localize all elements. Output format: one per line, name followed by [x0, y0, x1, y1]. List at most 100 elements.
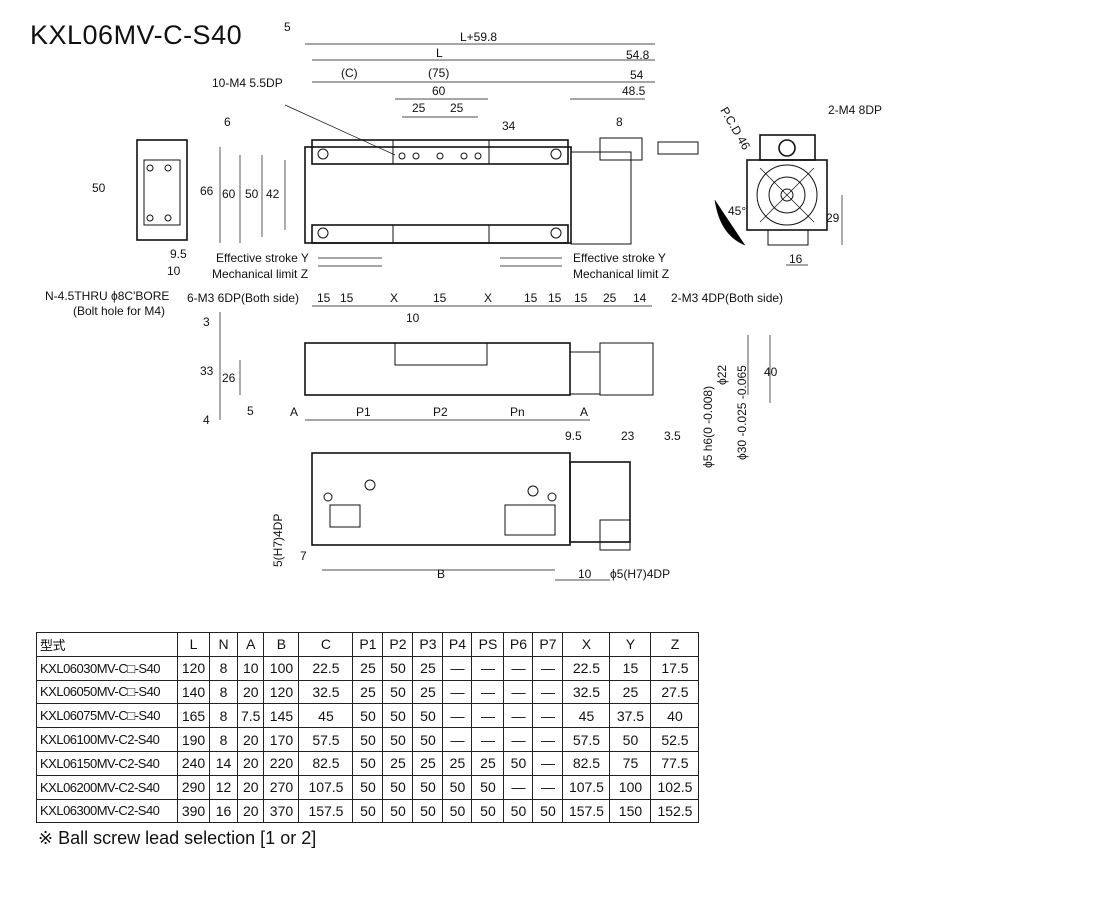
table-cell: 25 [412, 750, 444, 776]
dim-label: Mechanical limit Z [212, 267, 308, 281]
table-cell: — [503, 727, 534, 752]
dim-label: X [390, 291, 398, 305]
dim-label: (C) [341, 66, 358, 80]
motor-view [714, 134, 843, 266]
dim-label: 6 [224, 115, 231, 129]
dim-label: P1 [356, 405, 371, 419]
table-cell: — [471, 703, 505, 729]
dim-label: 34 [502, 119, 516, 133]
table-cell: 16 [209, 798, 238, 824]
table-cell: 57.5 [562, 727, 611, 752]
table-header-cell: A [236, 632, 265, 657]
dim-label: 23 [621, 429, 635, 443]
table-cell: — [532, 727, 564, 752]
side-view [219, 305, 771, 421]
table-cell: 100 [609, 774, 652, 800]
table-cell: 270 [263, 774, 300, 800]
table-cell: 25 [352, 655, 384, 681]
dim-label: 10 [578, 567, 592, 581]
table-cell: — [471, 727, 505, 752]
dim-label: 4 [203, 413, 210, 427]
table-cell: 50 [352, 798, 384, 824]
table-cell: 102.5 [650, 774, 700, 800]
table-cell: 25 [471, 750, 505, 776]
table-cell: 25 [609, 679, 652, 705]
table-cell: 20 [236, 798, 265, 824]
table-cell: — [471, 655, 505, 681]
table-header-cell: C [298, 632, 354, 657]
table-cell: 20 [236, 774, 265, 800]
dim-label: 60 [432, 84, 446, 98]
table-cell: 20 [236, 679, 265, 705]
table-cell: 82.5 [562, 750, 611, 776]
table-header-cell: N [209, 632, 238, 657]
table-cell: — [442, 679, 473, 705]
table-cell: 157.5 [298, 798, 354, 824]
dim-label: Pn [510, 405, 525, 419]
table-cell: 165 [177, 703, 210, 729]
dim-label: 48.5 [622, 84, 646, 98]
table-cell: 170 [263, 727, 300, 752]
dim-label: 25 [412, 101, 426, 115]
table-cell: 50 [382, 679, 414, 705]
dim-label: 42 [266, 187, 280, 201]
dim-label: ϕ22 [715, 365, 729, 385]
table-cell: 57.5 [298, 727, 354, 752]
table-cell: 50 [352, 750, 384, 776]
dim-label: 10 [167, 264, 181, 278]
table-cell: — [442, 703, 473, 729]
table-cell: 50 [352, 774, 384, 800]
table-cell: 50 [503, 798, 534, 824]
table-cell: 20 [236, 750, 265, 776]
table-cell: 152.5 [650, 798, 700, 824]
table-cell: 10 [236, 655, 265, 681]
dim-label: 50 [92, 181, 106, 195]
table-cell: 25 [442, 750, 473, 776]
dim-label: ϕ30 -0.025 -0.065 [735, 365, 749, 460]
dim-label: 15 [340, 291, 354, 305]
table-cell: KXL06300MV-C2-S40 [36, 798, 178, 824]
table-cell: 50 [352, 703, 384, 729]
table-cell: 150 [609, 798, 652, 824]
table-cell: — [503, 774, 534, 800]
table-cell: — [532, 655, 564, 681]
dim-label: L [436, 46, 443, 60]
table-cell: 50 [412, 727, 444, 752]
table-cell: 25 [412, 655, 444, 681]
table-header-cell: L [177, 632, 210, 657]
table-cell: — [532, 750, 564, 776]
table-header-cell: P3 [412, 632, 444, 657]
table-cell: 145 [263, 703, 300, 729]
table-cell: 50 [382, 774, 414, 800]
dim-label: Effective stroke Y [216, 251, 309, 265]
table-cell: 157.5 [562, 798, 611, 824]
dim-label: 9.5 [170, 247, 187, 261]
table-header-cell: X [562, 632, 611, 657]
table-header-cell: P2 [382, 632, 414, 657]
table-header-cell: B [263, 632, 300, 657]
table-cell: — [532, 703, 564, 729]
table-cell: 14 [209, 750, 238, 776]
table-cell: — [532, 679, 564, 705]
table-cell: — [503, 679, 534, 705]
dim-label: 26 [222, 371, 236, 385]
table-cell: 7.5 [236, 703, 265, 729]
dim-label: 3 [203, 315, 210, 329]
table-cell: 50 [412, 774, 444, 800]
dim-label: (Bolt hole for M4) [73, 304, 165, 318]
table-cell: KXL06050MV-C□-S40 [36, 679, 178, 705]
table-cell: 220 [263, 750, 300, 776]
table-cell: 50 [382, 655, 414, 681]
dim-label: 15 [548, 291, 562, 305]
table-cell: 107.5 [562, 774, 611, 800]
top-view [219, 43, 699, 267]
table-cell: — [503, 703, 534, 729]
table-cell: 15 [609, 655, 652, 681]
dim-label: 25 [603, 291, 617, 305]
dim-label: 54.8 [626, 48, 650, 62]
